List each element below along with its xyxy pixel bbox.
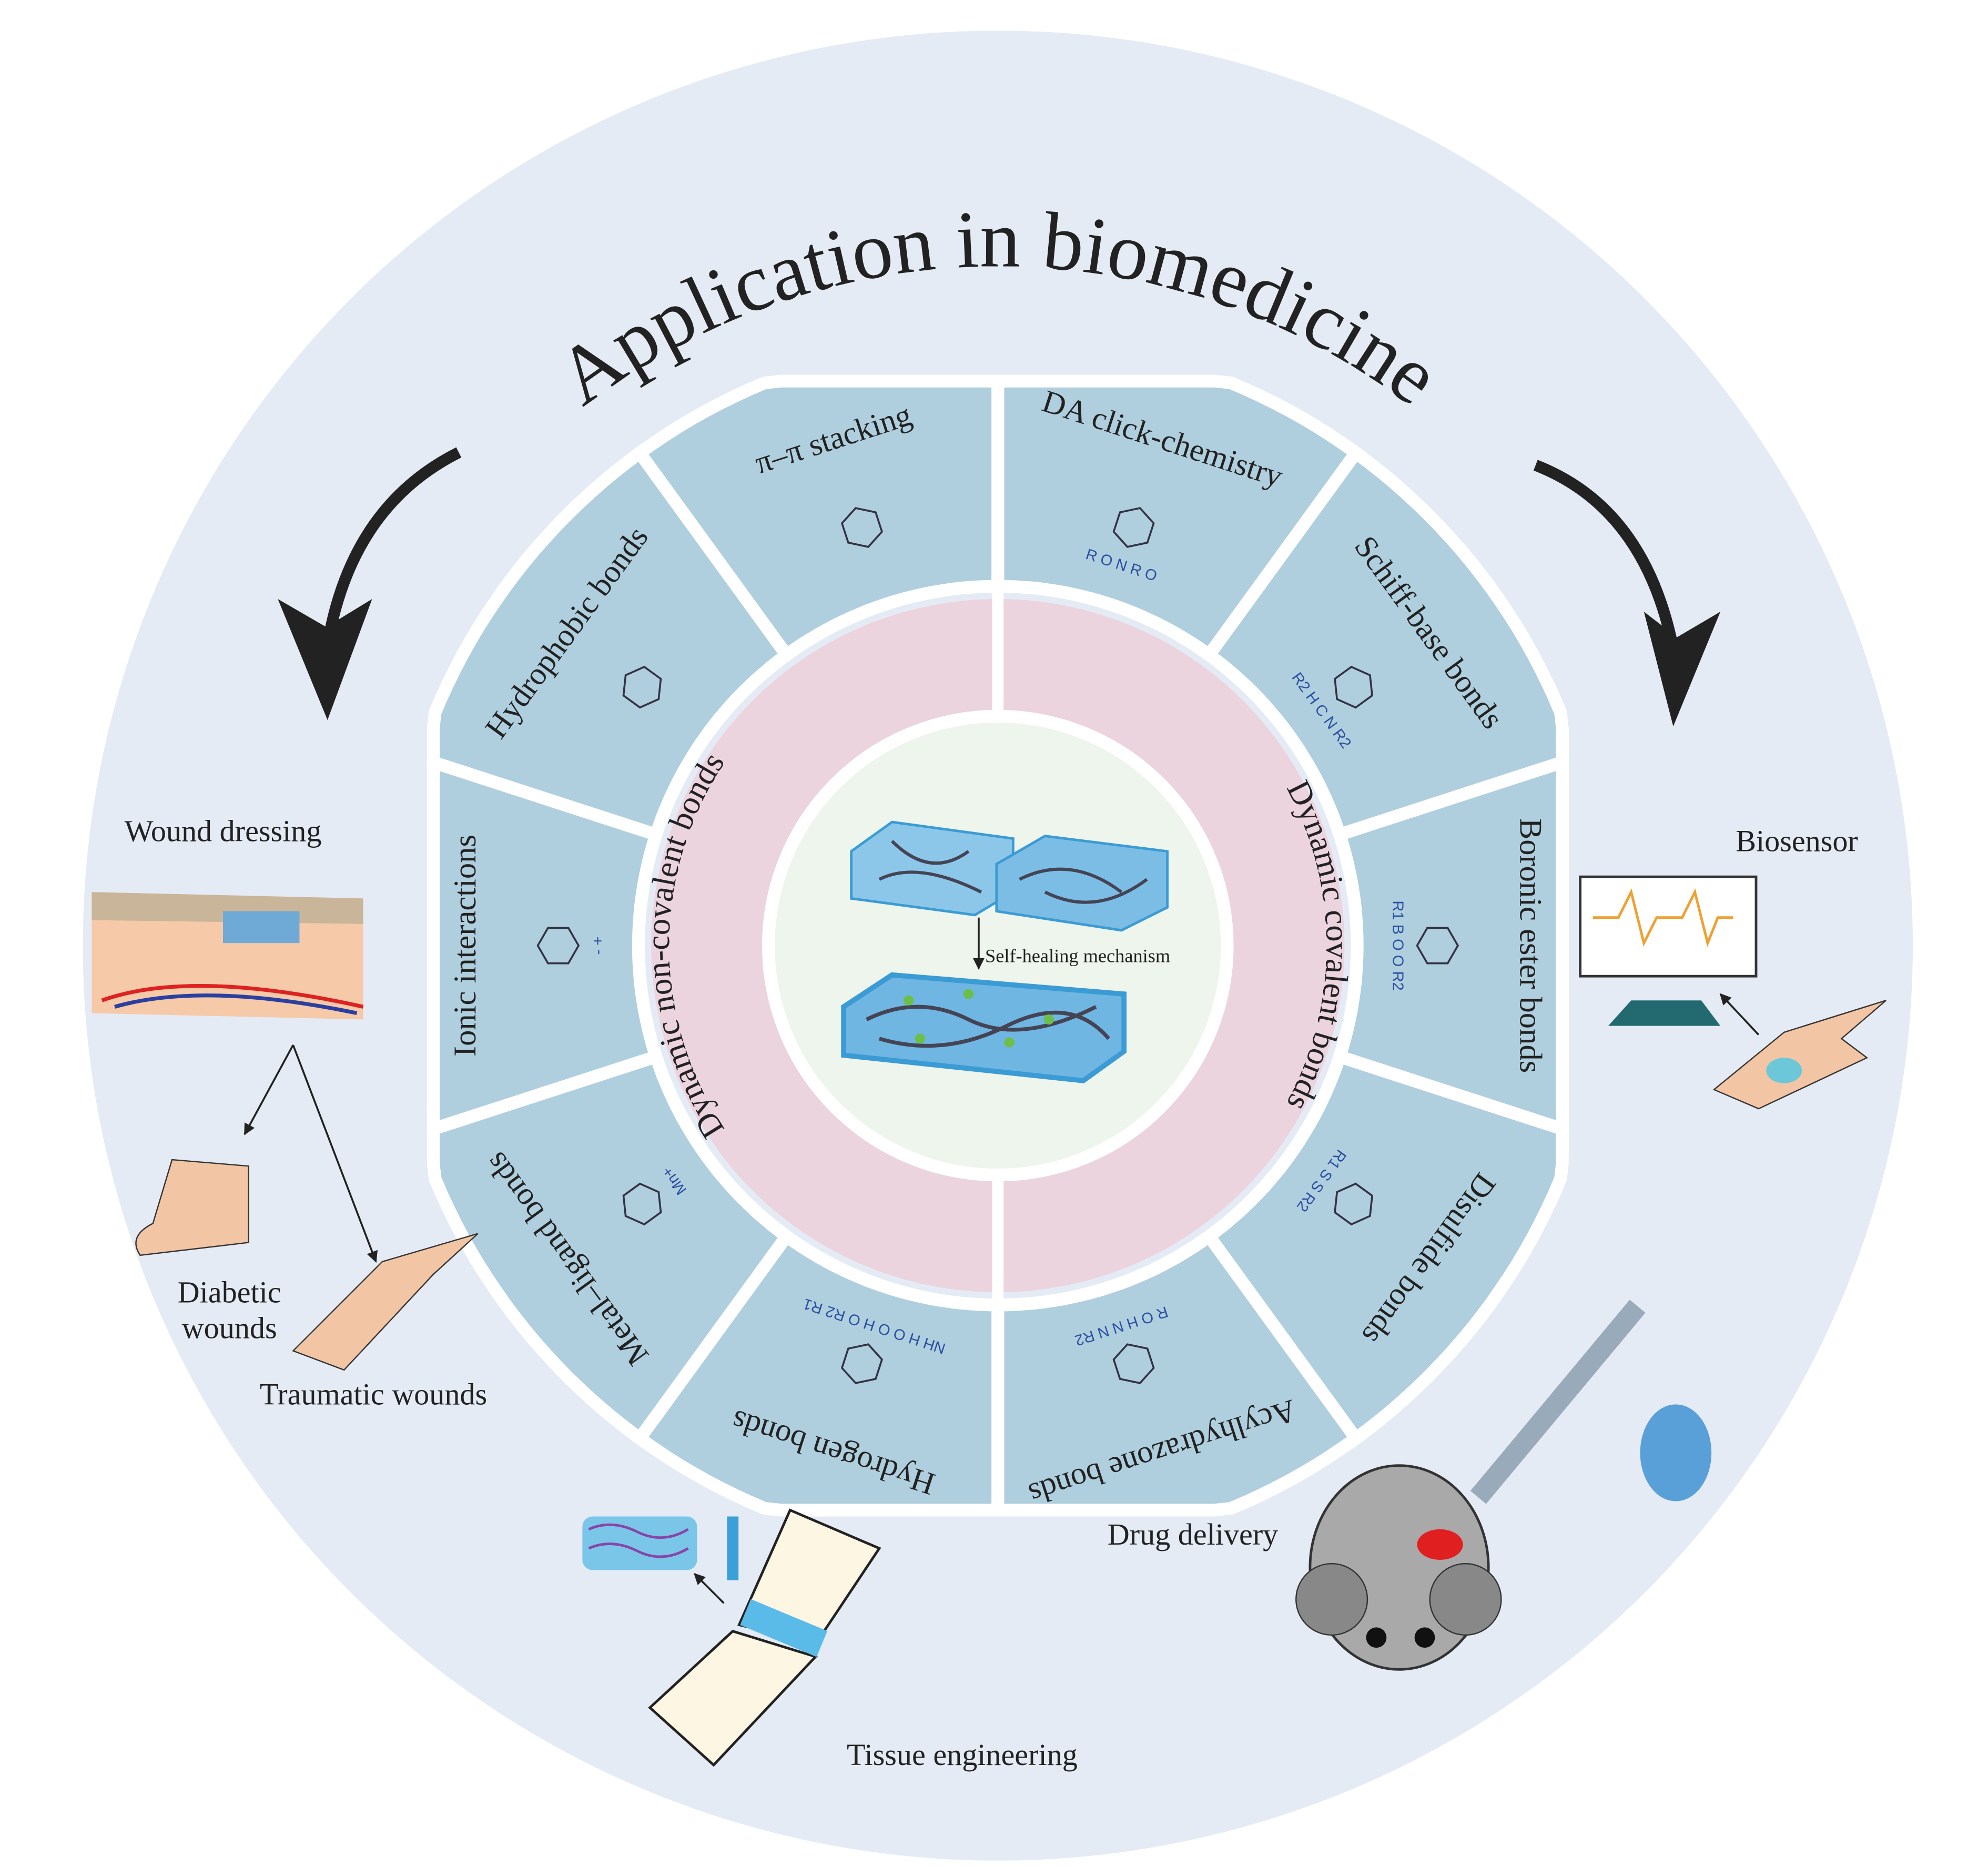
- arm-illustration: [292, 1233, 479, 1371]
- biosensor-app: Biosensor: [1579, 824, 1886, 1110]
- left-curved-arrow: [319, 447, 462, 664]
- tissue-engineering-app: Tissue engineering: [582, 1508, 1078, 1772]
- segment-label-ionic-interactions: Ionic interactions: [448, 835, 483, 1057]
- biosensor-label: Biosensor: [1736, 824, 1858, 858]
- traumatic-wounds-label: Traumatic wounds: [260, 1377, 487, 1411]
- healed-hydrogel: [841, 972, 1127, 1083]
- wounds-label: wounds: [182, 1311, 277, 1345]
- drug-delivery-app: Drug delivery: [1108, 1300, 1712, 1671]
- broken-hydrogel-right: [995, 835, 1169, 932]
- structure-atoms: R1 B O O R2: [1389, 900, 1406, 990]
- structure-atoms: - +: [590, 937, 606, 955]
- right-arrowhead-icon: [1644, 612, 1721, 727]
- drug-delivery-label: Drug delivery: [1108, 1517, 1279, 1551]
- tissue-engineering-label: Tissue engineering: [847, 1738, 1078, 1772]
- structure-icon-hydrophobic-bonds: [622, 665, 662, 709]
- dressing-patch: [223, 911, 300, 943]
- left-arrowhead-icon: [278, 598, 372, 721]
- segment-label-boronic-ester-bonds: Boronic ester bonds: [1513, 818, 1548, 1073]
- structure-icon-ionic-interactions: - +: [536, 927, 606, 965]
- right-curved-arrow: [1533, 460, 1682, 664]
- hand-illustration: [1712, 1000, 1886, 1110]
- hydrogel-particle: [1640, 1404, 1712, 1501]
- diabetic-label: Diabetic: [178, 1275, 281, 1309]
- broken-hydrogel-left: [850, 820, 1015, 917]
- wound-dressing-app: Wound dressing Diabetic wounds Traumatic…: [92, 814, 487, 1411]
- structure-icon--stacking: [840, 507, 884, 548]
- structure-icon-boronic-ester-bonds: R1 B O O R2: [1389, 900, 1459, 991]
- self-healing-caption: Self-healing mechanism: [985, 946, 1170, 967]
- foot-illustration: [135, 1159, 249, 1256]
- segment--stacking: [631, 374, 1005, 664]
- wound-dressing-label: Wound dressing: [125, 814, 322, 848]
- syringe-icon: [1470, 1300, 1646, 1504]
- monitor-icon: [1579, 875, 1758, 978]
